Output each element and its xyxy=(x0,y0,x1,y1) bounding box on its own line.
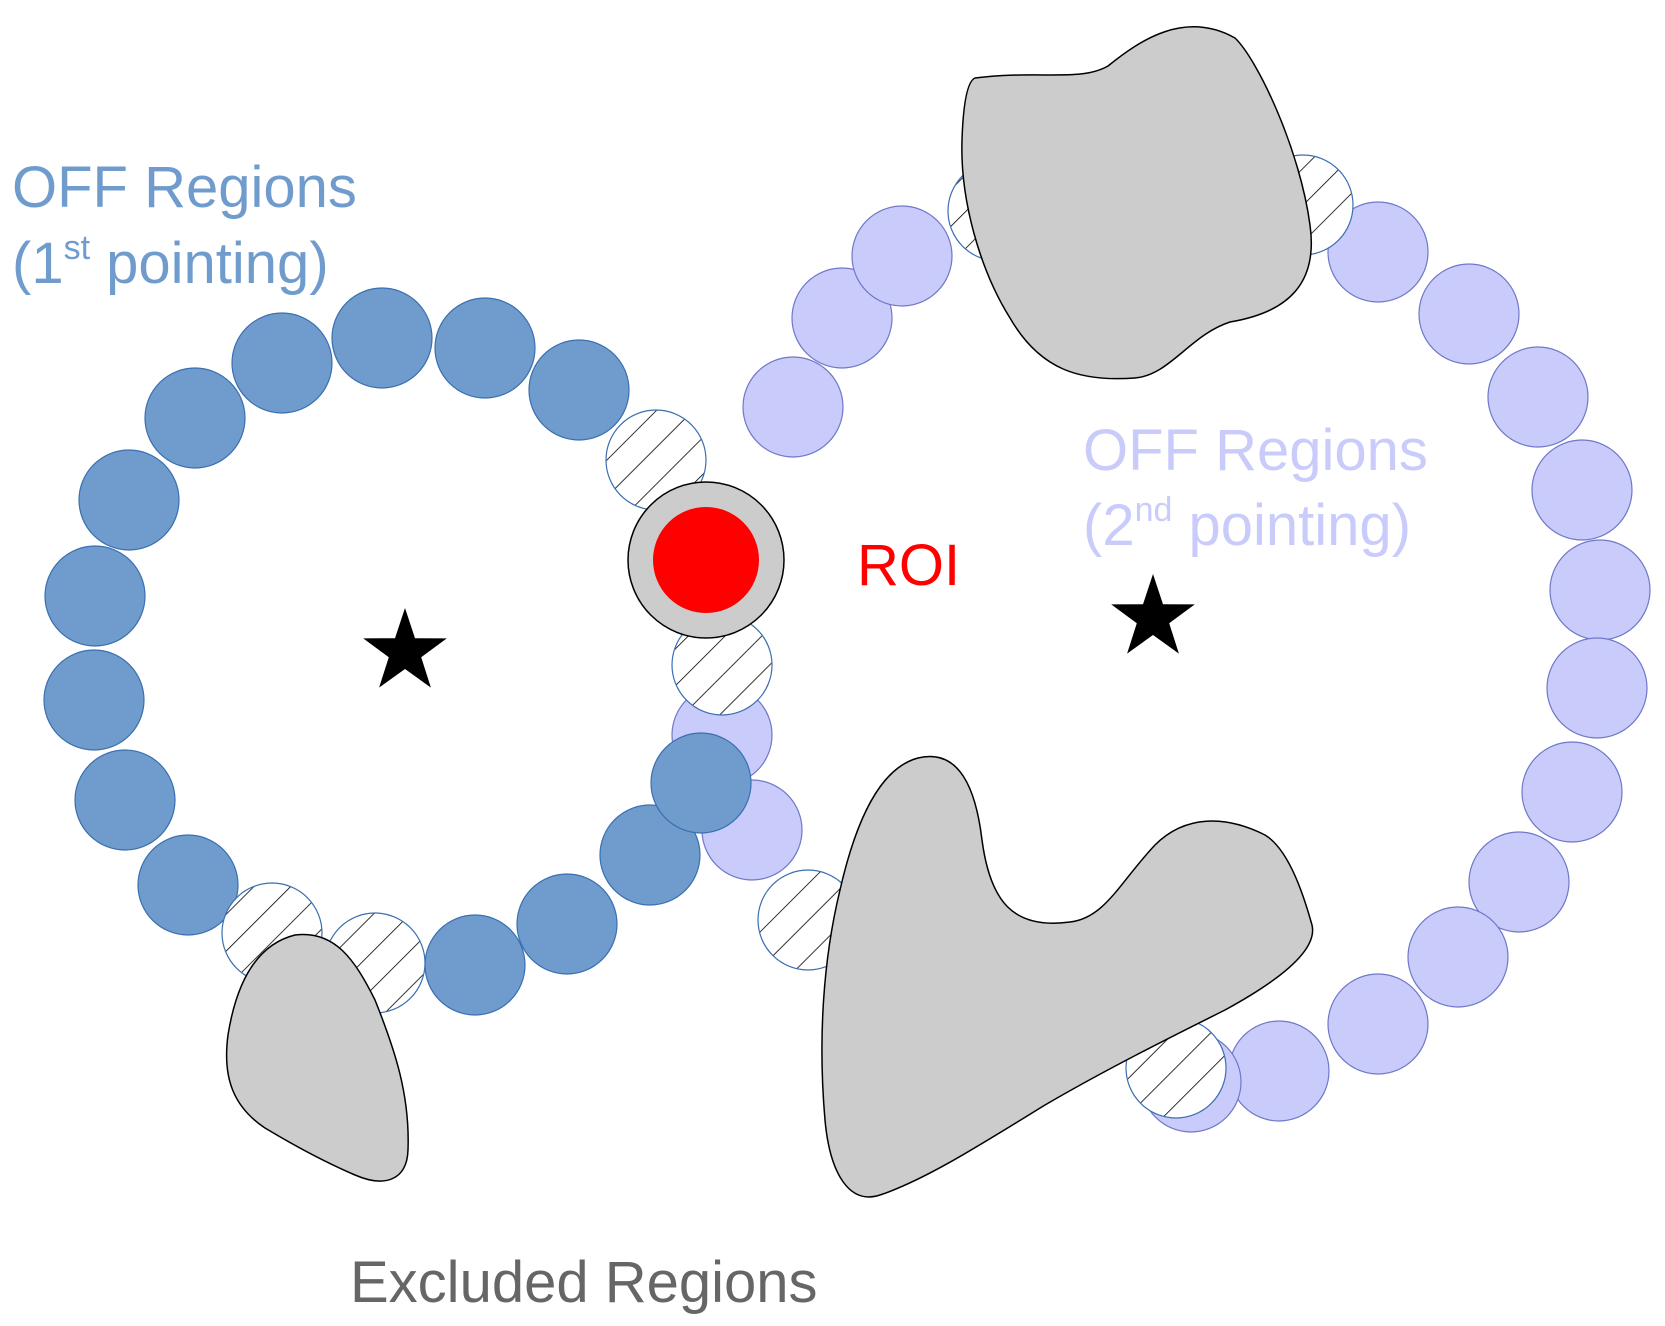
excluded-region-bottom-left xyxy=(225,933,409,1182)
off2-label-line2: (2nd pointing) xyxy=(1083,491,1411,558)
off-region-1st xyxy=(434,297,536,399)
off-region-1st xyxy=(231,312,333,414)
off-region-1st xyxy=(144,367,246,469)
off-region-2nd xyxy=(742,356,844,458)
off1-label-line1: OFF Regions xyxy=(12,155,357,220)
off-region-2nd xyxy=(1549,539,1651,641)
off-region-2nd xyxy=(1468,831,1570,933)
off-region-1st xyxy=(44,545,146,647)
off-region-2nd xyxy=(1531,439,1633,541)
off-region-2nd xyxy=(1487,346,1589,448)
roi xyxy=(627,481,785,639)
star-icon xyxy=(1111,574,1195,654)
off-region-1st xyxy=(78,449,180,551)
off-region-2nd xyxy=(1546,637,1648,739)
excluded-regions xyxy=(225,26,1314,1198)
star-icon xyxy=(363,608,447,688)
off-region-2nd xyxy=(791,267,893,369)
off-region-1st xyxy=(599,804,701,906)
off-region-1st xyxy=(43,649,145,751)
off-regions-1st-pointing xyxy=(43,287,752,1016)
excluded-region-bottom-right xyxy=(821,755,1314,1198)
roi-circle xyxy=(653,507,759,613)
off-region-2nd xyxy=(851,205,953,307)
off-region-1st xyxy=(74,749,176,851)
off-region-2nd xyxy=(1327,973,1429,1075)
star-icon xyxy=(363,574,1195,688)
off-region-2nd xyxy=(1327,201,1429,303)
off-region-1st xyxy=(516,873,618,975)
off-region-1st xyxy=(331,287,433,389)
off-region-1st xyxy=(528,339,630,441)
excluded-region-top xyxy=(961,26,1312,380)
off-region-2nd xyxy=(1418,263,1520,365)
off1-label-line2: (1st pointing) xyxy=(12,229,329,296)
off-region-2nd xyxy=(1521,741,1623,843)
off-regions-2nd-pointing xyxy=(671,201,1651,1133)
off2-label-line1: OFF Regions xyxy=(1083,418,1428,483)
off-region-2nd xyxy=(1407,906,1509,1008)
roi-label: ROI xyxy=(857,533,960,598)
off-region-1st xyxy=(424,914,526,1016)
excluded-regions-label: Excluded Regions xyxy=(350,1250,818,1315)
off-region-2nd xyxy=(1228,1020,1330,1122)
off-region-1st xyxy=(650,732,752,834)
off-region-1st xyxy=(137,834,239,936)
